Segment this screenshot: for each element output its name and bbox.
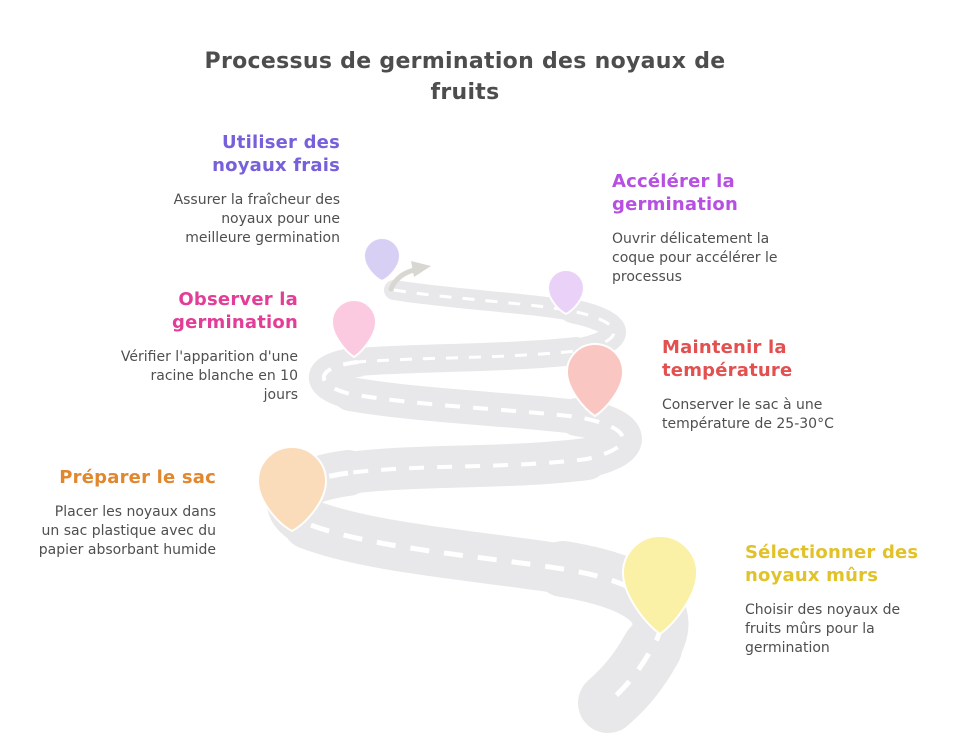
step-selectionner-des-noyaux-murs: Sélectionner des noyaux mûrs Choisir des… [745,541,950,658]
map-pins [256,237,699,636]
step-accelerer-la-germination: Accélérer la germination Ouvrir délicate… [612,170,827,287]
page-title: Processus de germination des noyaux de f… [204,49,726,105]
map-pin-utiliser-icon [362,237,402,283]
step-maintenir-body: Conserver le sac à une température de 25… [662,397,834,432]
map-pin-maintenir-icon [565,343,625,418]
map-pin-selectionner-icon [621,535,699,636]
step-utiliser-des-noyaux-frais: Utiliser des noyaux frais Assurer la fra… [125,131,340,248]
step-preparer-body: Placer les noyaux dans un sac plastique … [38,504,216,558]
step-accelerer-heading: Accélérer la germination [612,171,739,215]
step-maintenir-heading: Maintenir la température [662,337,793,381]
step-selectionner-heading: Sélectionner des noyaux mûrs [745,542,919,586]
step-observer-heading: Observer la germination [171,289,298,333]
step-maintenir-la-temperature: Maintenir la température Conserver le sa… [662,336,887,434]
step-selectionner-body: Choisir des noyaux de fruits mûrs pour l… [745,602,901,656]
map-pin-accelerer-icon [546,269,586,316]
step-preparer-heading: Préparer le sac [59,467,216,488]
step-observer-la-germination: Observer la germination Vérifier l'appar… [73,288,298,405]
start-arrow-icon [388,261,431,292]
step-utiliser-body: Assurer la fraîcheur des noyaux pour une… [173,192,340,246]
map-pin-observer-icon [330,299,378,359]
step-accelerer-body: Ouvrir délicatement la coque pour accélé… [612,231,778,285]
step-utiliser-heading: Utiliser des noyaux frais [212,132,340,176]
map-pin-preparer-icon [256,446,328,533]
step-observer-body: Vérifier l'apparition d'une racine blanc… [120,349,298,403]
step-preparer-le-sac: Préparer le sac Placer les noyaux dans u… [11,466,216,560]
